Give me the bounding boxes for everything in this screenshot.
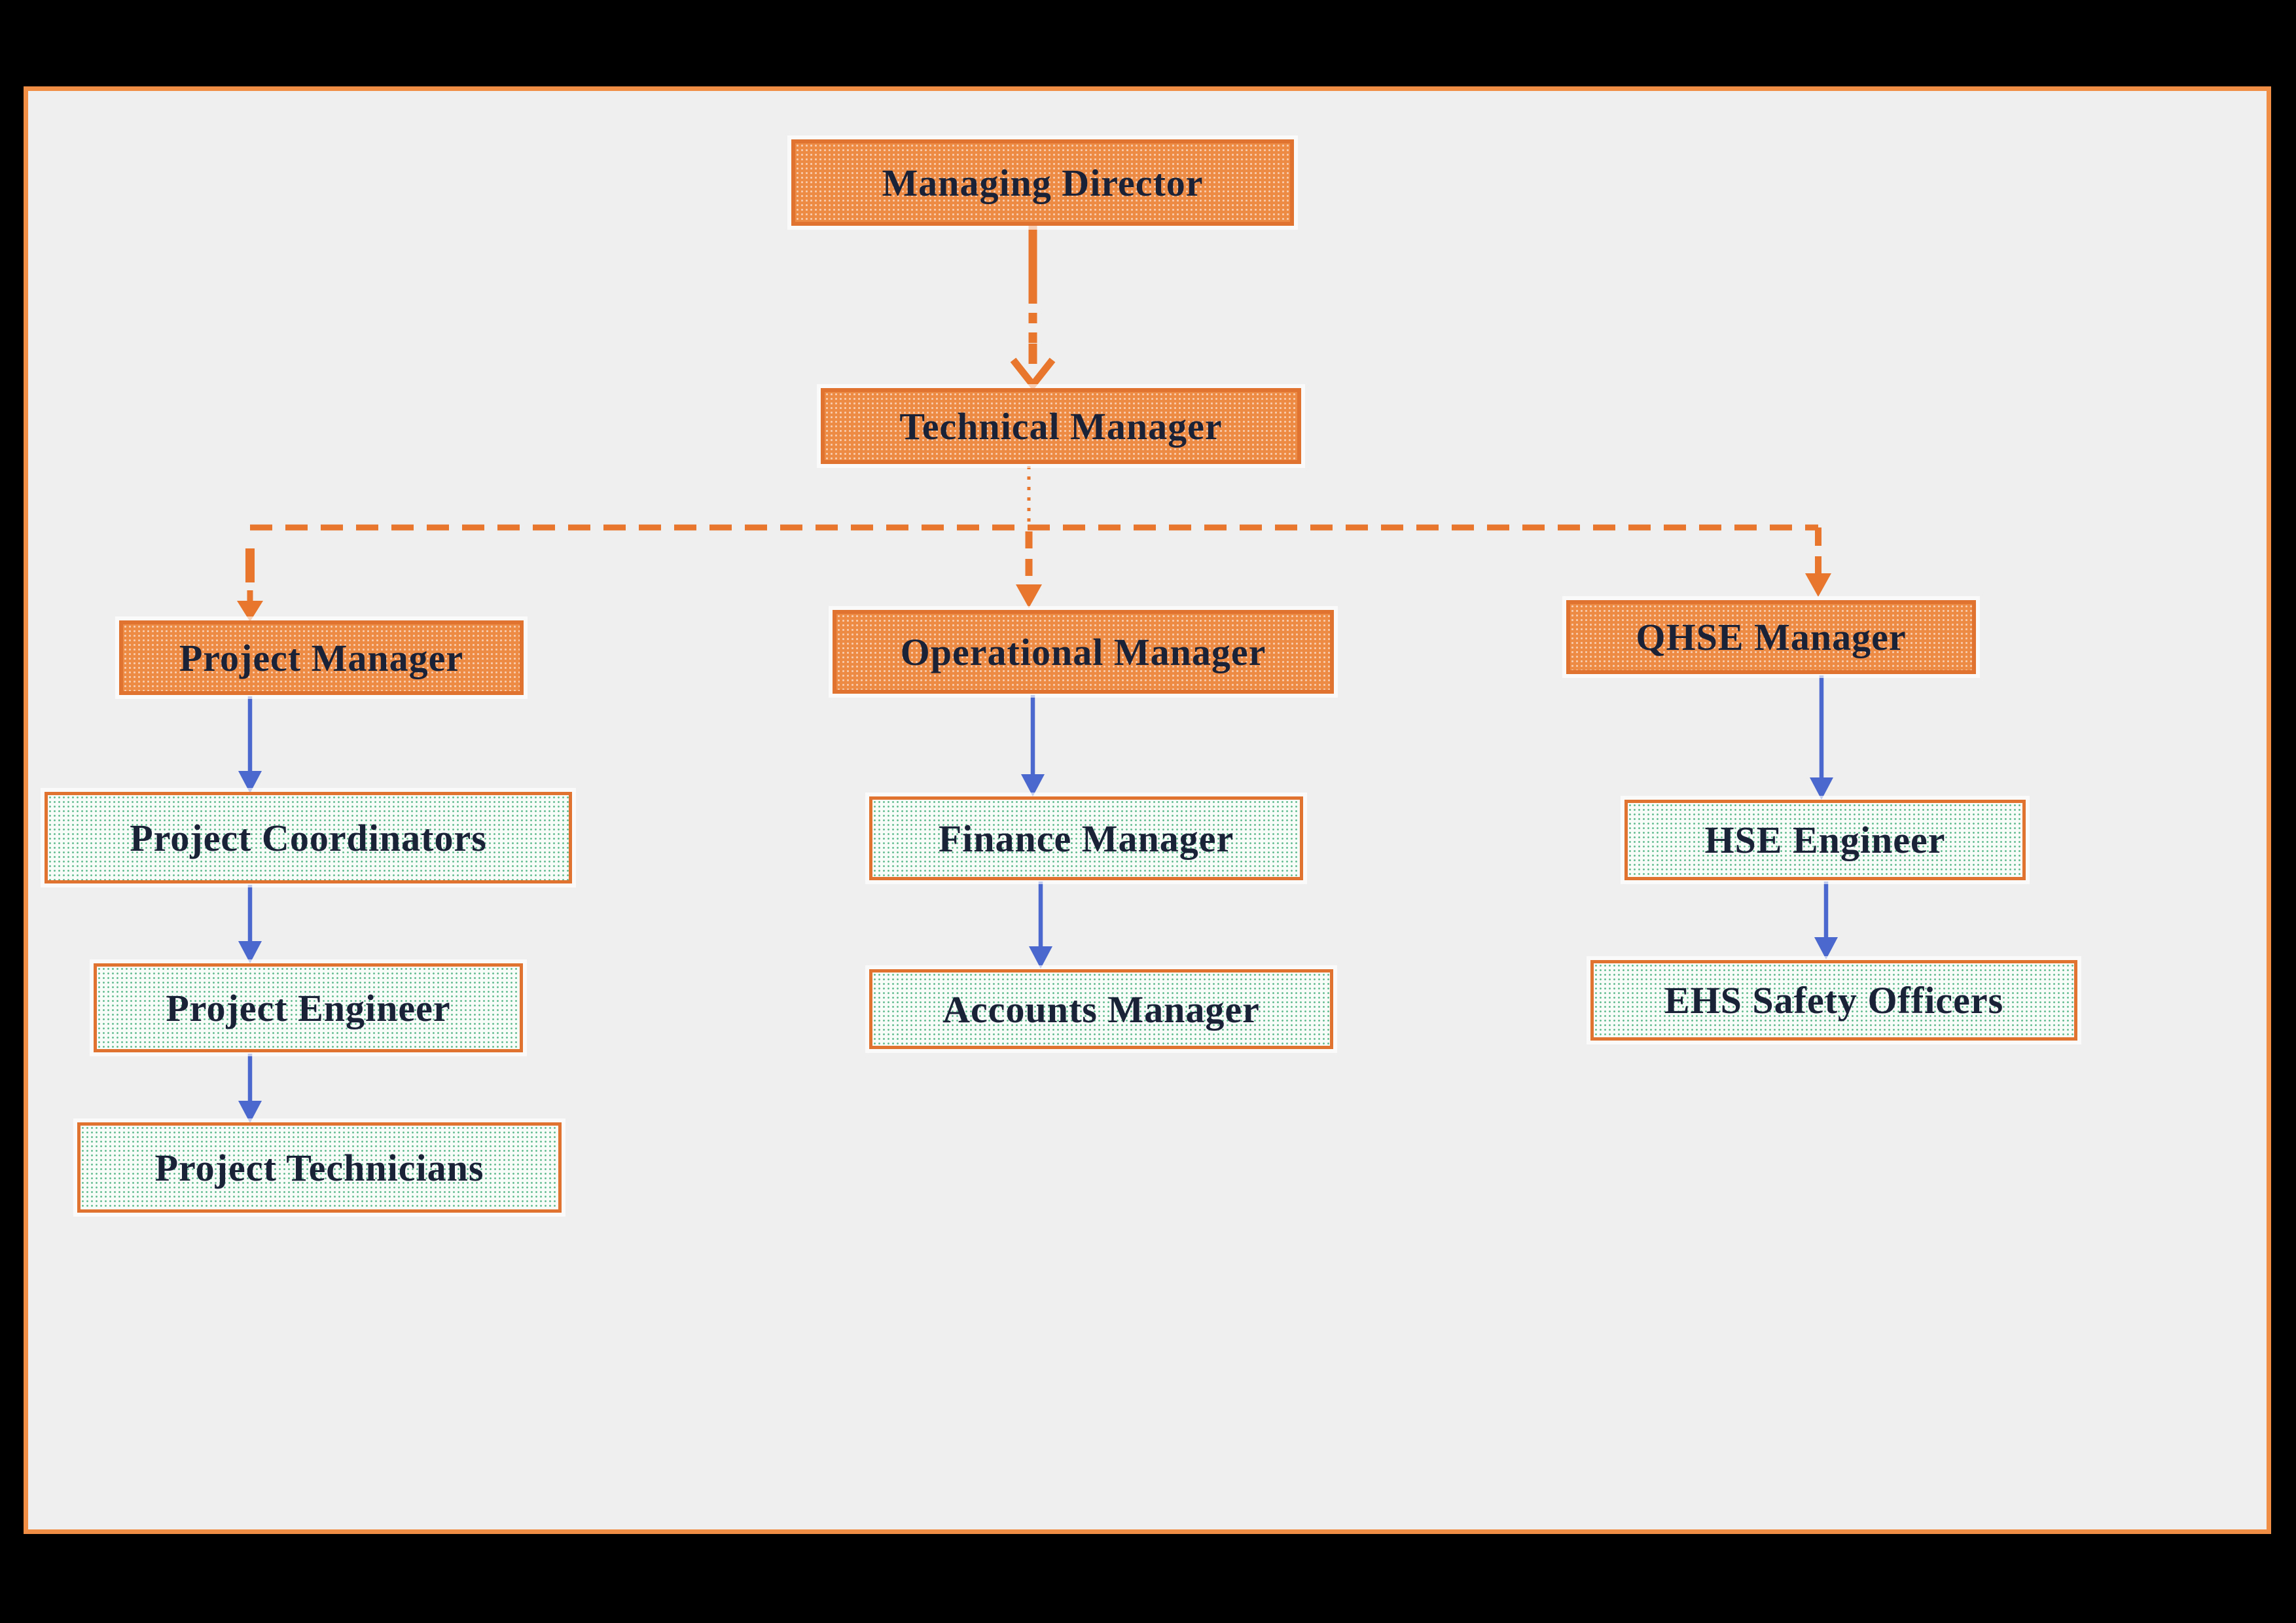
org-node-project-engineer: Project Engineer [94,963,523,1052]
org-node-ehs-safety-officers: EHS Safety Officers [1590,960,2077,1041]
org-node-qhse-manager: QHSE Manager [1566,600,1976,674]
org-node-label: Accounts Manager [942,988,1260,1031]
org-node-label: Operational Manager [900,630,1266,673]
org-node-label: Technical Manager [899,404,1223,448]
org-node-label: Project Technicians [154,1146,484,1189]
org-node-project-manager: Project Manager [119,620,524,695]
org-node-accounts-manager: Accounts Manager [869,969,1333,1049]
org-node-label: Project Coordinators [130,816,487,859]
org-node-label: Project Manager [179,636,464,679]
org-node-project-technicians: Project Technicians [77,1122,562,1213]
org-node-label: EHS Safety Officers [1664,979,2004,1022]
org-node-label: Project Engineer [166,986,451,1029]
org-node-managing-director: Managing Director [791,139,1294,226]
org-node-label: Managing Director [882,161,1204,204]
org-node-hse-engineer: HSE Engineer [1624,800,2026,880]
org-node-label: QHSE Manager [1636,616,1907,658]
org-node-label: Finance Manager [938,817,1234,860]
org-node-finance-manager: Finance Manager [869,796,1303,880]
org-node-project-coordinators: Project Coordinators [45,792,572,883]
org-node-label: HSE Engineer [1704,819,1946,861]
org-node-technical-manager: Technical Manager [821,388,1301,464]
org-node-operational-manager: Operational Manager [833,610,1334,694]
